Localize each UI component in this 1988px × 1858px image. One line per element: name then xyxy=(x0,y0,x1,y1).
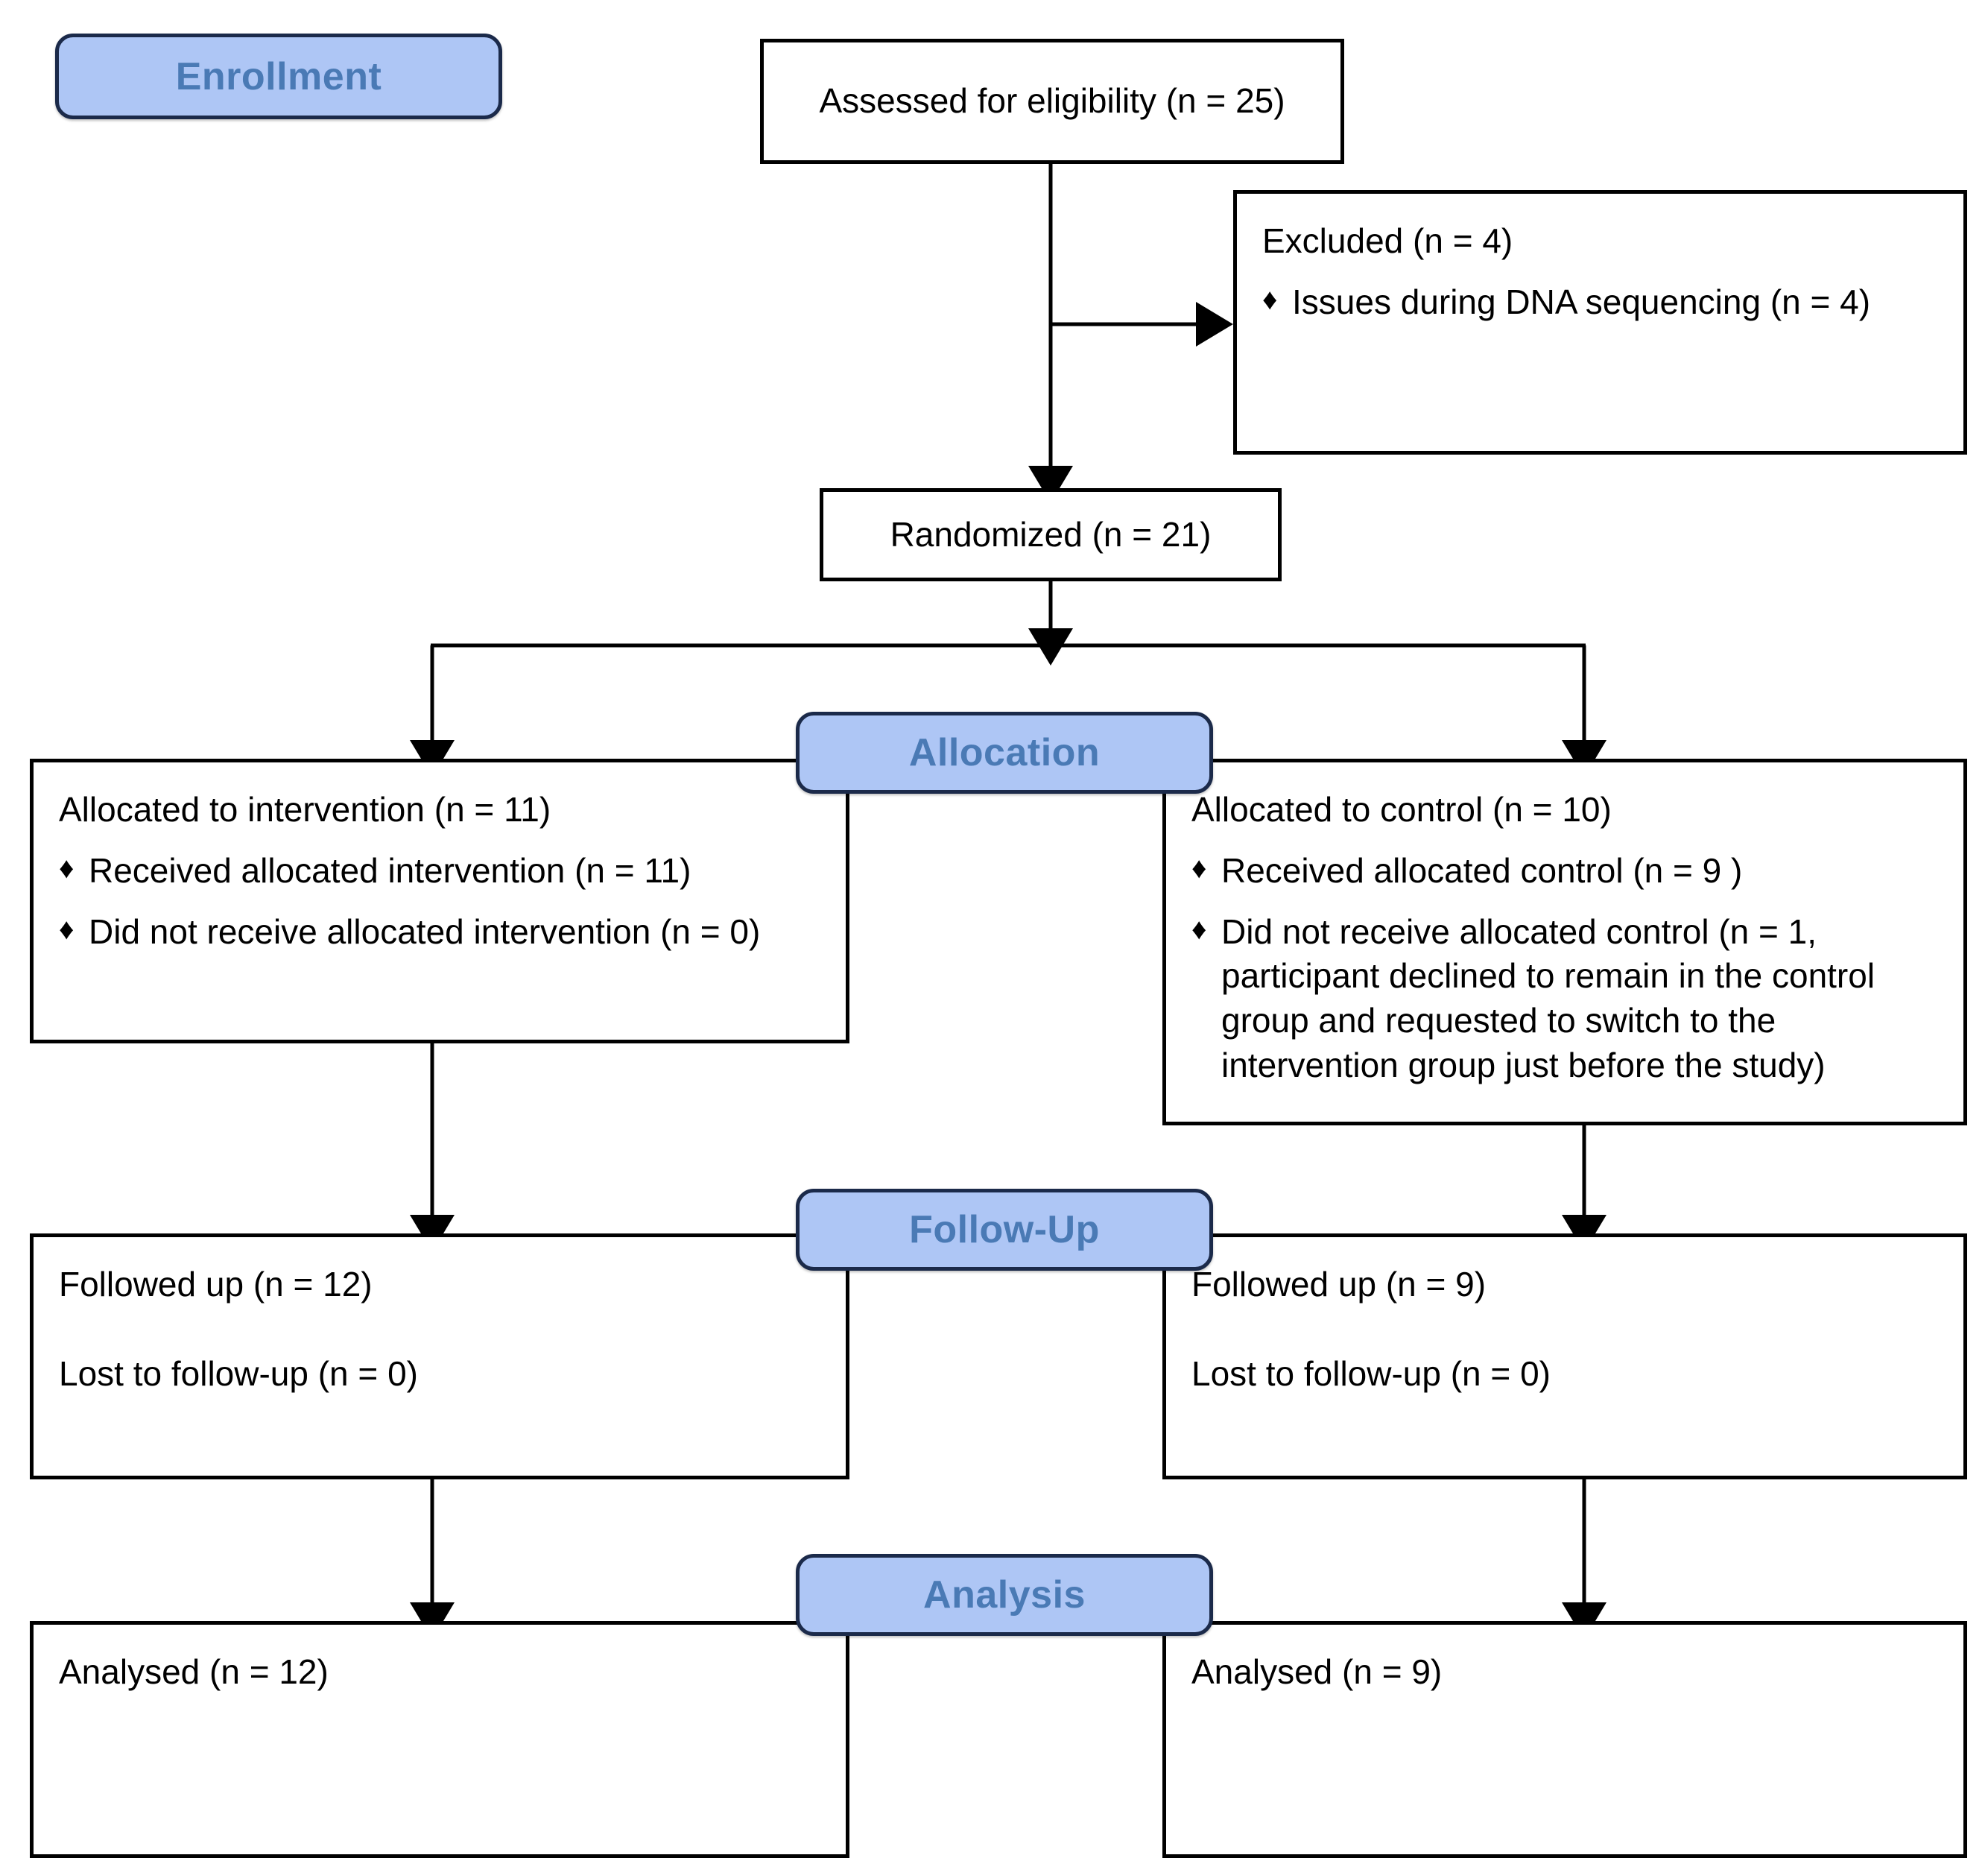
followup-control-line2: Lost to follow-up (n = 0) xyxy=(1191,1353,1551,1393)
assessed-label: Assessed for eligibility (n = 25) xyxy=(819,81,1285,121)
excluded-reason-label: Issues during DNA sequencing (n = 4) xyxy=(1292,282,1871,321)
diamond-bullet-icon: ♦ xyxy=(1262,282,1278,316)
followup-intervention-line1: Followed up (n = 12) xyxy=(59,1265,373,1304)
stage-badge-enrollment: Enrollment xyxy=(55,34,502,119)
node-followup-control: Followed up (n = 9) Lost to follow-up (n… xyxy=(1162,1233,1967,1479)
stage-label-analysis: Analysis xyxy=(923,1573,1086,1617)
node-analysis-control: Analysed (n = 9) xyxy=(1162,1621,1967,1858)
stage-label-allocation: Allocation xyxy=(908,731,1101,774)
allocation-control-item-row: ♦ Received allocated control (n = 9 ) xyxy=(1191,849,1938,894)
allocation-control-item-label: Did not receive allocated control (n = 1… xyxy=(1221,911,1875,1084)
node-analysis-intervention: Analysed (n = 12) xyxy=(30,1621,849,1858)
allocation-intervention-item-row: ♦ Did not receive allocated intervention… xyxy=(59,910,820,955)
node-allocation-intervention: Allocated to intervention (n = 11) ♦ Rec… xyxy=(30,759,849,1043)
allocation-control-item-label: Received allocated control (n = 9 ) xyxy=(1221,850,1743,890)
allocation-control-heading: Allocated to control (n = 10) xyxy=(1191,790,1612,829)
stage-label-enrollment: Enrollment xyxy=(175,54,382,98)
randomized-label: Randomized (n = 21) xyxy=(890,514,1212,554)
stage-badge-followup: Follow-Up xyxy=(796,1189,1213,1271)
stage-badge-allocation: Allocation xyxy=(796,712,1213,794)
allocation-intervention-item-label: Received allocated intervention (n = 11) xyxy=(89,850,691,890)
node-randomized: Randomized (n = 21) xyxy=(820,488,1282,581)
followup-control-line1: Followed up (n = 9) xyxy=(1191,1265,1487,1304)
allocation-intervention-item-row: ♦ Received allocated intervention (n = 1… xyxy=(59,849,820,894)
stage-label-followup: Follow-Up xyxy=(909,1208,1100,1251)
node-excluded: Excluded (n = 4) ♦ Issues during DNA seq… xyxy=(1233,190,1967,455)
allocation-intervention-heading: Allocated to intervention (n = 11) xyxy=(59,790,551,829)
node-followup-intervention: Followed up (n = 12) Lost to follow-up (… xyxy=(30,1233,849,1479)
analysis-intervention-line1: Analysed (n = 12) xyxy=(59,1652,329,1691)
diamond-bullet-icon: ♦ xyxy=(1191,851,1207,885)
diamond-bullet-icon: ♦ xyxy=(59,912,75,946)
followup-intervention-line2: Lost to follow-up (n = 0) xyxy=(59,1353,418,1393)
allocation-control-item-row: ♦ Did not receive allocated control (n =… xyxy=(1191,910,1938,1088)
analysis-control-line1: Analysed (n = 9) xyxy=(1191,1652,1443,1691)
diamond-bullet-icon: ♦ xyxy=(59,851,75,885)
node-allocation-control: Allocated to control (n = 10) ♦ Received… xyxy=(1162,759,1967,1125)
excluded-reason-row: ♦ Issues during DNA sequencing (n = 4) xyxy=(1262,280,1938,325)
stage-badge-analysis: Analysis xyxy=(796,1554,1213,1636)
node-assessed-for-eligibility: Assessed for eligibility (n = 25) xyxy=(760,39,1344,164)
diamond-bullet-icon: ♦ xyxy=(1191,912,1207,946)
excluded-heading: Excluded (n = 4) xyxy=(1262,221,1513,260)
allocation-intervention-item-label: Did not receive allocated intervention (… xyxy=(89,911,761,951)
